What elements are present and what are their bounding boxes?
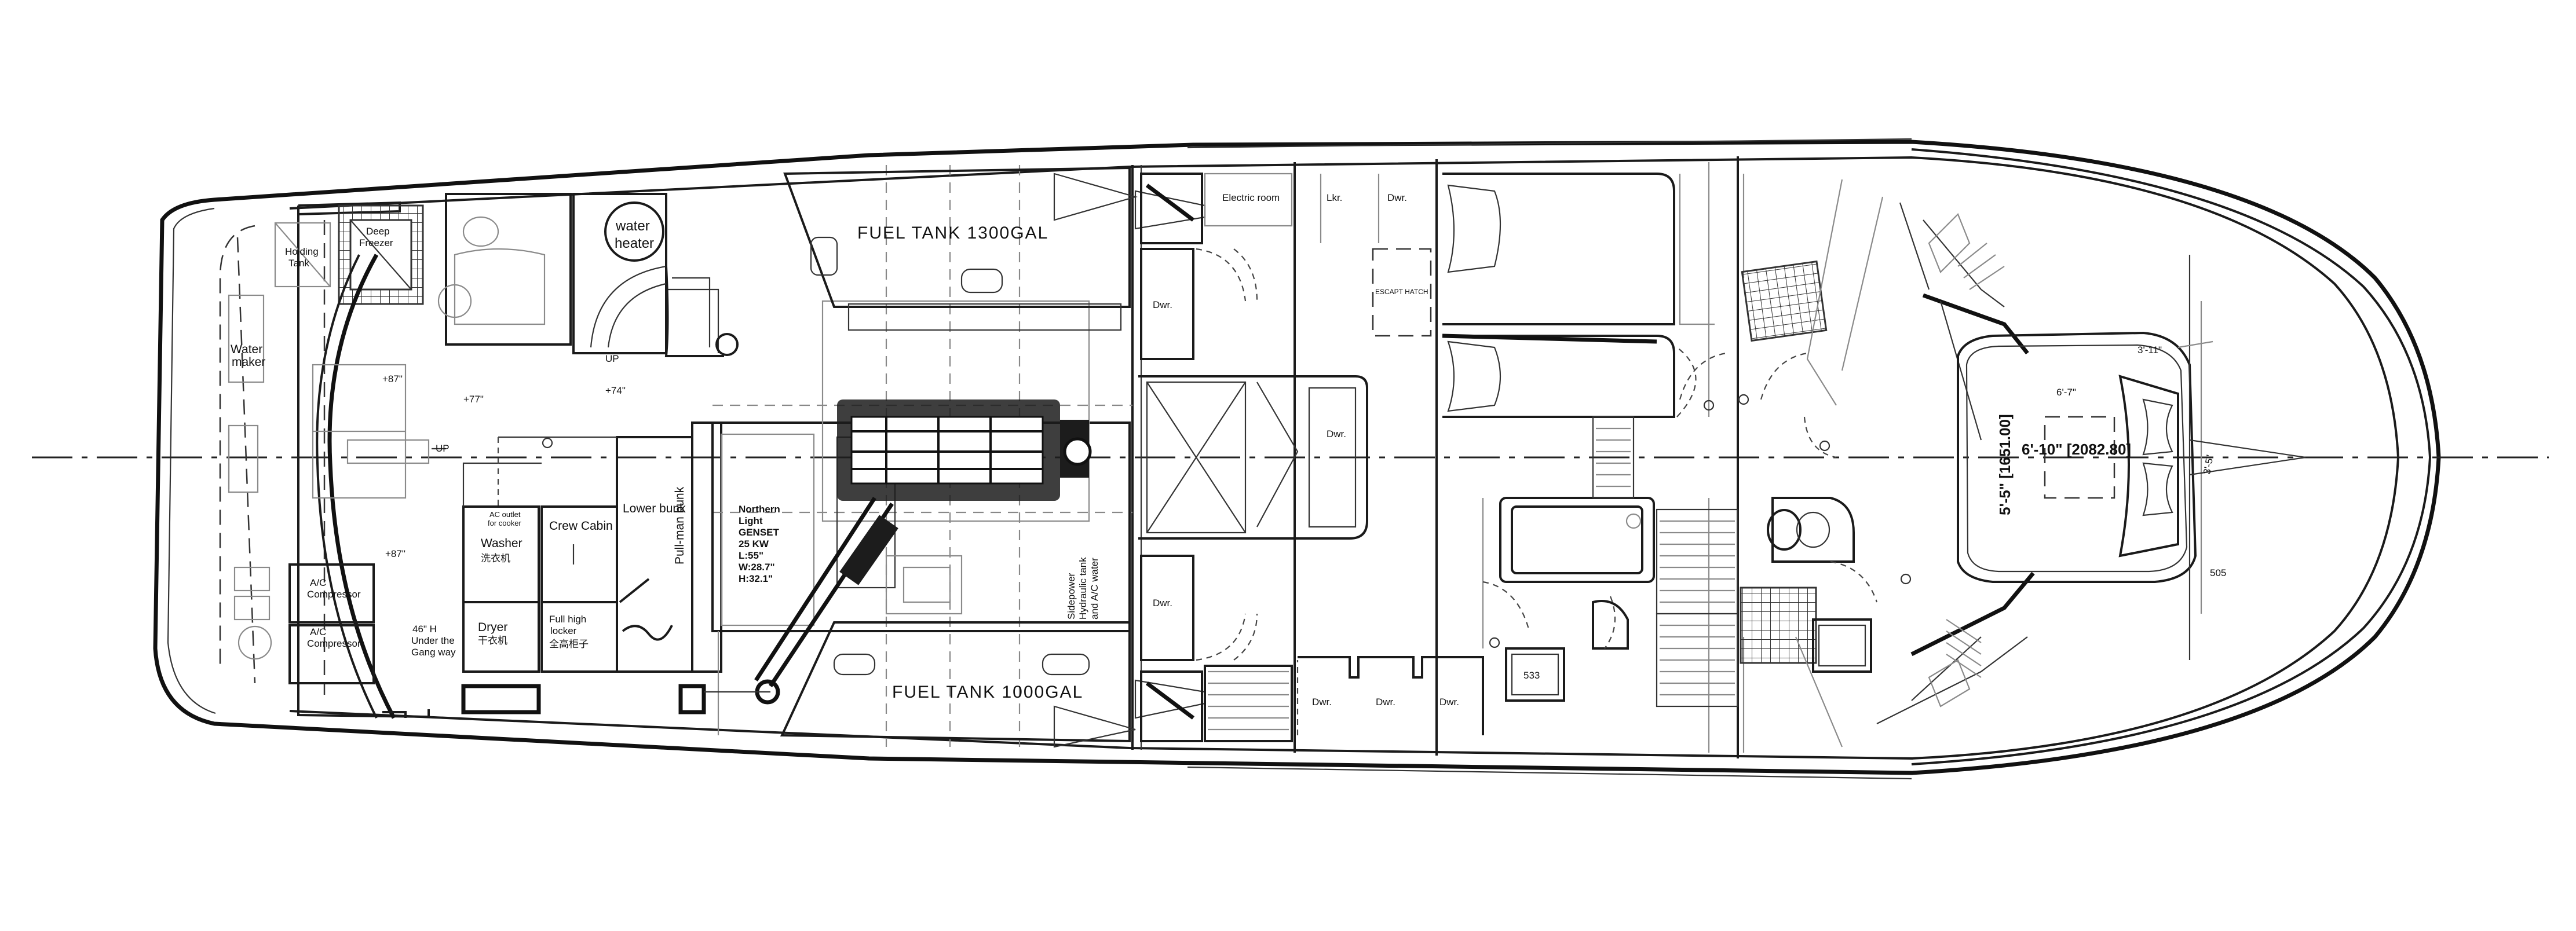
svg-text:Crew Cabin: Crew Cabin xyxy=(549,519,613,533)
water-maker-label: Water xyxy=(231,343,262,356)
dimension-horizontal: 6'-10" [2082.80] xyxy=(2022,441,2131,458)
svg-text:全高柜子: 全高柜子 xyxy=(549,639,589,650)
head-lower-mid: 533 xyxy=(1505,647,1565,702)
svg-text:heater: heater xyxy=(615,236,654,251)
svg-text:Washer: Washer xyxy=(481,537,522,550)
elevation-87-upper: +87" xyxy=(382,373,403,384)
svg-text:Compressor: Compressor xyxy=(307,589,361,600)
svg-text:ESCAPT HATCH: ESCAPT HATCH xyxy=(1375,288,1428,296)
forward-stairs xyxy=(1946,243,2005,678)
misc-marks xyxy=(542,394,1912,648)
shower-pan-lower xyxy=(1740,587,1817,664)
shaft xyxy=(754,497,963,705)
elevation-77: +77" xyxy=(463,394,484,405)
dwr-label-5: Dwr. xyxy=(1312,697,1332,708)
svg-text:GENSET: GENSET xyxy=(739,527,780,538)
svg-text:Freezer: Freezer xyxy=(359,237,393,248)
elevation-87-lower: +87" xyxy=(385,548,405,559)
dimension-vertical: 5'-5" [1651.00] xyxy=(1996,414,2014,515)
svg-text:locker: locker xyxy=(550,625,577,636)
svg-text:UP: UP xyxy=(436,443,450,454)
water-heater: water heater xyxy=(604,201,664,262)
heads-center xyxy=(1482,497,1655,650)
sidepower-tank: Sidepower Hydraulic tank and A/C water xyxy=(1066,557,1100,620)
svg-text:Holding: Holding xyxy=(285,246,319,257)
svg-text:Northern: Northern xyxy=(739,504,780,515)
bow-section xyxy=(2177,255,2306,660)
guest-cabin xyxy=(1442,173,1697,418)
fuel-tank-upper: FUEL TANK 1300GAL xyxy=(783,166,1131,331)
generator: Northern Light GENSET 25 KW L:55" W:28.7… xyxy=(739,436,896,589)
svg-text:FUEL TANK 1000GAL: FUEL TANK 1000GAL xyxy=(892,683,1083,702)
svg-text:Dryer: Dryer xyxy=(478,621,507,634)
forward-berth xyxy=(1957,331,2197,583)
lower-drawers xyxy=(1296,656,1484,735)
svg-text:+74": +74" xyxy=(605,385,626,396)
forward-interior-lines xyxy=(1795,179,2035,747)
svg-text:for cooker: for cooker xyxy=(488,519,521,527)
svg-text:H:32.1": H:32.1" xyxy=(739,573,773,584)
main-engine xyxy=(837,399,1092,501)
dwr-label-3: Dwr. xyxy=(1327,428,1346,439)
svg-text:Full high: Full high xyxy=(549,614,586,625)
forward-stairs-mid xyxy=(1592,416,1739,708)
holding-tank: Holding Tank xyxy=(274,222,331,288)
mid-section xyxy=(1138,173,1380,742)
dimension-angle: 3'-11" xyxy=(2137,344,2162,355)
svg-text:L:55": L:55" xyxy=(739,550,763,561)
dimension-505: 505 xyxy=(2210,567,2226,578)
svg-text:Tank: Tank xyxy=(288,258,309,269)
svg-text:UP: UP xyxy=(605,353,619,364)
forward-heads xyxy=(1767,416,1878,673)
svg-text:Deep: Deep xyxy=(366,226,390,237)
dwr-label-6: Dwr. xyxy=(1376,697,1395,708)
dimension-small: 6'-7" xyxy=(2056,387,2076,398)
svg-text:A/C: A/C xyxy=(310,577,326,588)
shower-pan-upper xyxy=(1741,260,1828,342)
gangway-note: 46" H xyxy=(412,624,437,635)
aft-dashed-zone xyxy=(219,220,326,695)
dwr-label-2: Dwr. xyxy=(1153,299,1172,310)
hull-outline xyxy=(153,138,2441,780)
svg-text:Lower bunk: Lower bunk xyxy=(623,502,686,515)
dwr-label-1: Dwr. xyxy=(1387,192,1407,203)
deep-freezer: Deep Freezer xyxy=(338,204,424,305)
escape-hatch: ESCAPT HATCH xyxy=(1372,248,1432,337)
electric-room-label: Electric room xyxy=(1222,192,1280,203)
crew-area xyxy=(437,193,719,354)
svg-text:Pull-man bunk: Pull-man bunk xyxy=(673,486,686,565)
ac-compressors: A/C Compressor A/C Compressor xyxy=(233,563,375,684)
stair: UP +74" xyxy=(605,266,739,396)
svg-text:Hydraulic tank: Hydraulic tank xyxy=(1077,557,1088,620)
svg-text:Gang way: Gang way xyxy=(411,647,456,658)
fuel-tank-lower: FUEL TANK 1000GAL xyxy=(780,621,1131,743)
svg-text:Sidepower: Sidepower xyxy=(1066,573,1077,620)
crew-cabin: AC outlet for cooker Washer 洗衣机 Dryer 干衣… xyxy=(462,421,722,673)
svg-text:Under the: Under the xyxy=(411,635,455,646)
vip-cabin xyxy=(1679,174,1808,753)
svg-text:Compressor: Compressor xyxy=(307,638,361,649)
svg-text:干衣机: 干衣机 xyxy=(478,635,507,646)
svg-text:AC outlet: AC outlet xyxy=(489,510,521,519)
svg-text:25 KW: 25 KW xyxy=(739,538,769,549)
svg-text:洗衣机: 洗衣机 xyxy=(481,553,510,564)
svg-text:A/C: A/C xyxy=(310,626,326,637)
dwr-label-4: Dwr. xyxy=(1153,598,1172,609)
water-maker-label-2: maker xyxy=(232,355,265,369)
aft-equipment: UP xyxy=(312,364,450,499)
svg-text:W:28.7": W:28.7" xyxy=(739,562,775,573)
aft-pipe xyxy=(327,254,396,719)
lkr-label: Lkr. xyxy=(1327,192,1342,203)
svg-text:533: 533 xyxy=(1523,670,1540,681)
dwr-label-7: Dwr. xyxy=(1439,697,1459,708)
svg-text:water: water xyxy=(615,218,650,234)
svg-text:FUEL TANK 1300GAL: FUEL TANK 1300GAL xyxy=(857,223,1048,243)
svg-text:Light: Light xyxy=(739,515,763,526)
svg-text:and A/C water: and A/C water xyxy=(1089,558,1100,620)
aft-rail-details xyxy=(382,684,770,718)
